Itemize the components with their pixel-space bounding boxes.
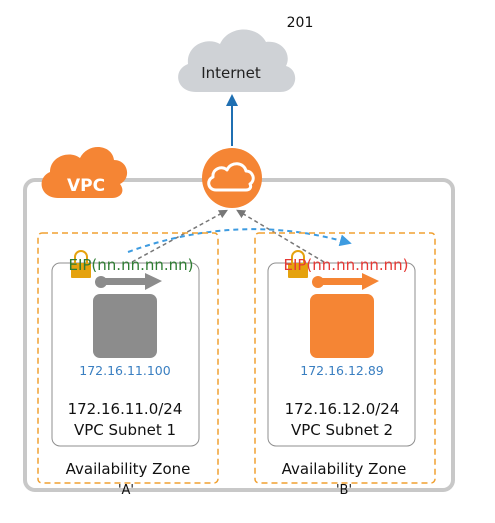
ec2-instance-icon xyxy=(93,294,157,358)
instance-ip-b: 172.16.12.89 xyxy=(300,363,384,378)
internet-label: Internet xyxy=(201,64,261,82)
eip-label-a: EIP(nn.nn.nn.nn) xyxy=(68,256,193,274)
eip-label-b: EIP(nn.nn.nn.nn) xyxy=(283,256,408,274)
subnet-box-a xyxy=(51,262,200,447)
subnet-cidr-a: 172.16.11.0/24 xyxy=(68,400,183,418)
ec2-instance-icon xyxy=(310,294,374,358)
zone-label-a: Availability Zone xyxy=(66,460,191,478)
network-interface-icon xyxy=(95,273,162,290)
availability-zone-a xyxy=(37,232,219,484)
vpc-container xyxy=(23,178,455,492)
zone-id-a: 'A' xyxy=(118,483,134,498)
vpc-label: VPC xyxy=(67,176,105,196)
page-number: 201 xyxy=(287,15,314,31)
instance-ip-a: 172.16.11.100 xyxy=(79,363,170,378)
internet-cloud-icon xyxy=(178,29,296,92)
eip-failover-arc xyxy=(127,228,352,253)
network-interface-icon xyxy=(312,273,379,290)
subnet-name-a: VPC Subnet 1 xyxy=(74,421,176,439)
lock-icon xyxy=(71,250,91,278)
zone-label-b: Availability Zone xyxy=(282,460,407,478)
vpc-cloud-icon xyxy=(41,146,128,198)
subnet-cidr-b: 172.16.12.0/24 xyxy=(285,400,400,418)
subnet-box-b xyxy=(267,262,416,447)
subnet-name-b: VPC Subnet 2 xyxy=(291,421,393,439)
internet-gateway-icon xyxy=(202,148,262,208)
availability-zone-b xyxy=(254,232,436,484)
gateway-link-b xyxy=(236,209,325,263)
lock-icon xyxy=(288,250,308,278)
gateway-link-a xyxy=(131,209,228,263)
zone-id-b: 'B' xyxy=(336,483,352,498)
